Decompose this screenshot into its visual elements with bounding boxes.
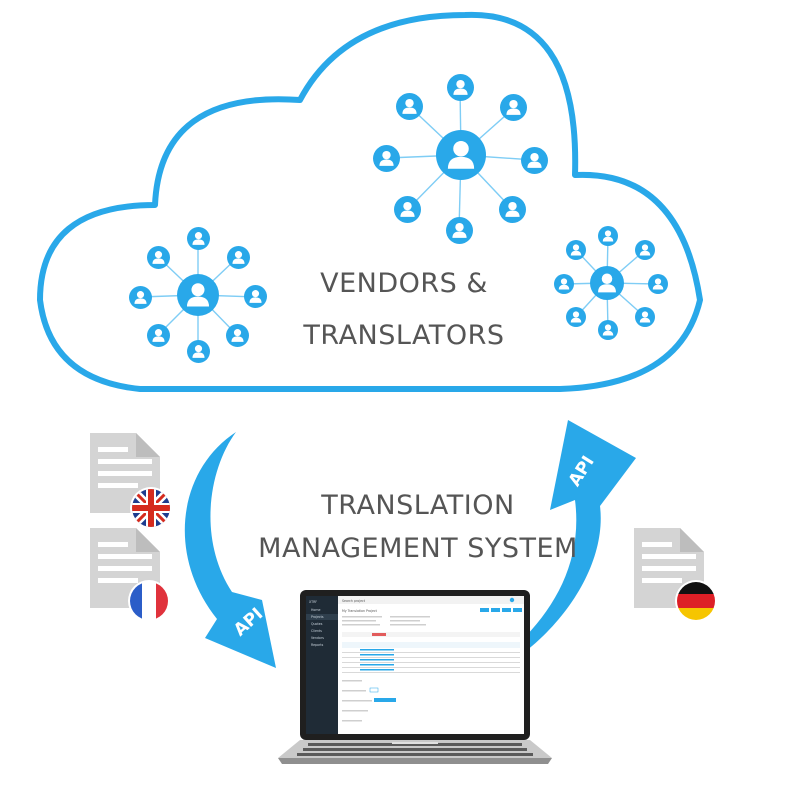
person-icon (446, 217, 473, 244)
person-icon (566, 307, 586, 327)
person-icon (394, 196, 421, 223)
person-icon (598, 320, 618, 340)
svg-text:Clients: Clients (311, 629, 322, 633)
person-icon (129, 286, 152, 309)
person-icon (635, 307, 655, 327)
person-icon (447, 74, 474, 101)
germany-flag-icon (675, 580, 717, 622)
person-icon (147, 246, 170, 269)
person-icon (566, 240, 586, 260)
person-icon (499, 196, 526, 223)
person-icon (635, 240, 655, 260)
svg-text:Home: Home (311, 608, 320, 612)
center-label-line2: MANAGEMENT SYSTEM (258, 533, 578, 564)
left-api-arrow (184, 432, 276, 668)
person-icon (436, 130, 486, 180)
screen-logo: XTRF (309, 600, 317, 604)
person-icon (244, 285, 267, 308)
person-icon (648, 274, 668, 294)
person-icon (554, 274, 574, 294)
person-icon (598, 226, 618, 246)
person-icon (373, 145, 400, 172)
center-label-line1: TRANSLATION (320, 490, 514, 521)
person-icon (500, 94, 527, 121)
svg-text:Quotes: Quotes (311, 622, 323, 626)
screen-search: Search project (342, 599, 366, 603)
person-icon (226, 324, 249, 347)
person-icon (396, 93, 423, 120)
person-icon (147, 324, 170, 347)
screen-sidebar-items: Home Projects Quotes Clients Vendors Rep… (311, 608, 324, 647)
uk-flag-icon (130, 487, 172, 529)
svg-text:Reports: Reports (311, 643, 324, 647)
cloud-label-line2: TRANSLATORS (302, 320, 504, 351)
screen-page-title: My Translation Project (342, 609, 378, 613)
person-icon (521, 147, 548, 174)
person-icon (187, 340, 210, 363)
svg-text:Vendors: Vendors (311, 636, 324, 640)
person-icon (590, 266, 624, 300)
person-icon (177, 274, 219, 316)
laptop: XTRF Home Projects Quotes Clients Vendor… (278, 590, 552, 764)
svg-text:Projects: Projects (311, 615, 324, 619)
person-icon (187, 227, 210, 250)
cloud-label-line1: VENDORS & (320, 268, 488, 299)
right-api-arrow (526, 420, 636, 651)
person-icon (227, 246, 250, 269)
france-flag-icon (128, 580, 170, 622)
